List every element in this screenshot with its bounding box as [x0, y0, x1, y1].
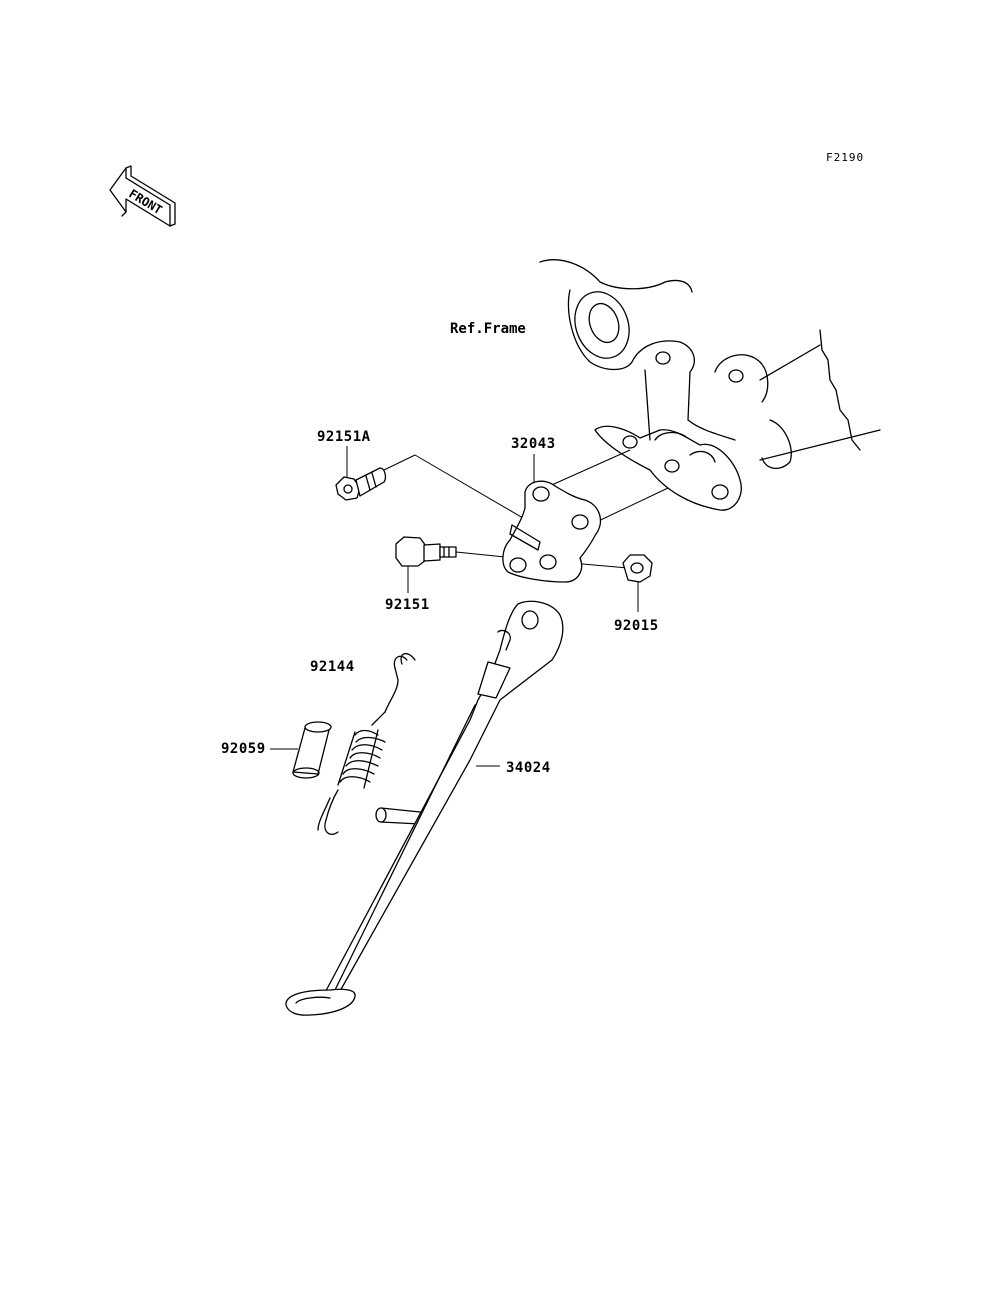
label-92151a: 92151A [317, 429, 371, 445]
side-stand-34024 [285, 600, 564, 1016]
nut-92015 [622, 554, 653, 583]
label-92015: 92015 [614, 618, 659, 634]
figure-id: F2190 [826, 151, 865, 164]
label-92144: 92144 [310, 659, 355, 675]
bolt-92151 [395, 536, 457, 567]
frame-bracket [539, 259, 881, 511]
label-34024: 34024 [506, 760, 551, 776]
sleeve-92059 [292, 721, 332, 779]
label-92059: 92059 [221, 741, 266, 757]
spring-92144 [317, 653, 416, 835]
callout-leaders [270, 446, 639, 767]
label-92151: 92151 [385, 597, 430, 613]
bracket-plate-32043 [502, 480, 602, 583]
front-arrow-icon [109, 165, 176, 227]
bolt-92151a [335, 467, 387, 501]
ref-frame-label: Ref.Frame [450, 321, 526, 337]
label-32043: 32043 [511, 436, 556, 452]
